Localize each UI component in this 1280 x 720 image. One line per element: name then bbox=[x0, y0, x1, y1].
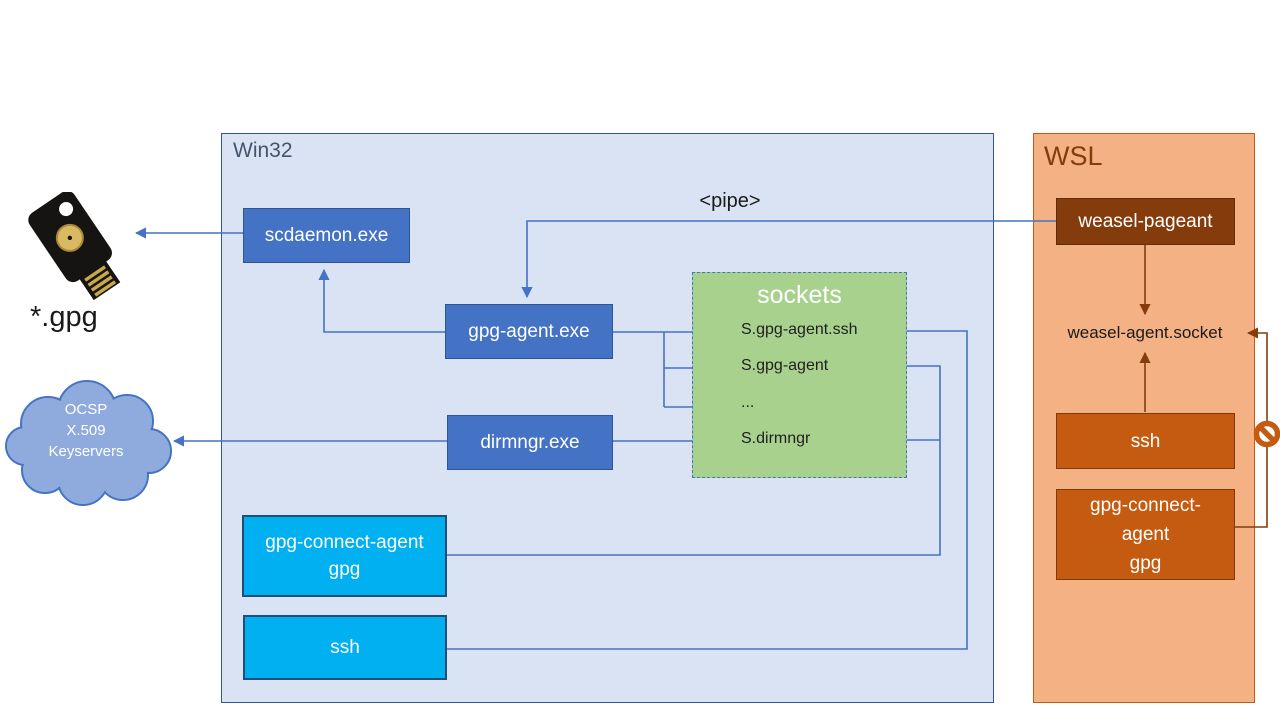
pipe-annotation: <pipe> bbox=[699, 190, 761, 212]
socket-entry-gpg-agent-ssh: S.gpg-agent.ssh bbox=[741, 321, 858, 338]
wsl-ssh-node: ssh bbox=[1056, 413, 1235, 469]
win32-label: Win32 bbox=[233, 139, 293, 162]
win32-gpg-connect-line2: gpg bbox=[328, 559, 361, 580]
keyserver-cloud-label: OCSP X.509 Keyservers bbox=[10, 399, 162, 462]
cloud-line1: OCSP bbox=[64, 401, 108, 418]
wsl-gpg-connect-line3: gpg bbox=[1129, 553, 1162, 574]
dirmngr-node: dirmngr.exe bbox=[447, 415, 613, 470]
gpg-files-label: *.gpg bbox=[30, 301, 98, 333]
socket-entry-ellipsis: ... bbox=[741, 394, 755, 411]
socket-entry-gpg-agent: S.gpg-agent bbox=[741, 357, 829, 374]
scdaemon-node: scdaemon.exe bbox=[243, 208, 410, 263]
wsl-gpg-connect-agent-node: gpg-connect- agent gpg bbox=[1056, 489, 1235, 580]
weasel-agent-socket-label: weasel-agent.socket bbox=[1067, 323, 1223, 342]
sockets-group: sockets S.gpg-agent.ssh S.gpg-agent ... … bbox=[692, 272, 907, 478]
wsl-gpg-connect-line2: agent bbox=[1121, 524, 1170, 545]
cloud-line2: X.509 bbox=[66, 422, 106, 439]
gpg-agent-node: gpg-agent.exe bbox=[445, 304, 613, 359]
cloud-line3: Keyservers bbox=[48, 443, 124, 460]
usb-security-key-icon bbox=[28, 192, 121, 301]
socket-entry-dirmngr: S.dirmngr bbox=[741, 430, 811, 447]
weasel-pageant-node: weasel-pageant bbox=[1056, 198, 1235, 245]
keyserver-cloud-icon bbox=[5, 380, 172, 506]
wsl-gpg-connect-line1: gpg-connect- bbox=[1090, 495, 1201, 516]
no-entry-icon bbox=[1253, 420, 1280, 448]
wsl-label: WSL bbox=[1044, 141, 1103, 171]
win32-gpg-connect-line1: gpg-connect-agent bbox=[265, 532, 424, 553]
win32-ssh-node: ssh bbox=[243, 615, 447, 680]
win32-gpg-connect-agent-node: gpg-connect-agent gpg bbox=[242, 515, 447, 597]
sockets-title: sockets bbox=[757, 281, 842, 309]
